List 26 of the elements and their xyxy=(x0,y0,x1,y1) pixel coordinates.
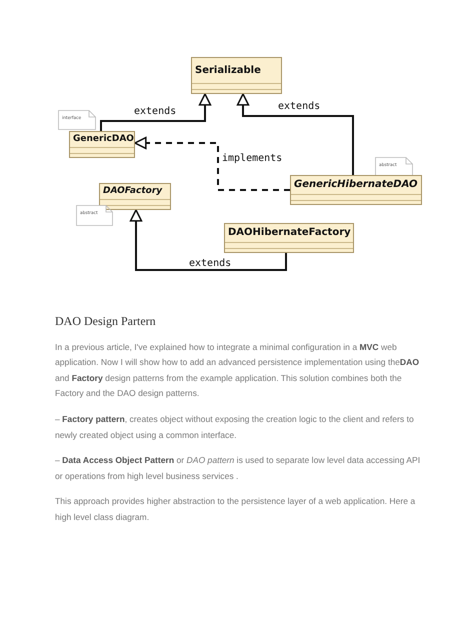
arrow xyxy=(130,209,287,271)
class-box xyxy=(224,223,354,253)
edge-label: extends xyxy=(277,101,322,112)
edge-label: extends xyxy=(133,106,178,117)
paragraph: In a previous article, I've explained how to integrate a minimal configuration in a MVC web application. Now I will show how to add an advanced persistence implementation using theDAO and Factory design patterns from the example application. This solution combines both the Factory and the DAO design patterns. xyxy=(55,340,420,400)
class-box xyxy=(69,131,135,158)
edge-label: implements xyxy=(221,153,284,164)
class-box xyxy=(99,183,171,210)
dashed-arrow xyxy=(134,136,290,191)
class-name: Serializable xyxy=(195,65,261,76)
class-name: DAOHibernateFactory xyxy=(228,227,351,238)
class-name: GenericHibernateDAO xyxy=(294,179,418,190)
class-name: DAOFactory xyxy=(103,186,162,196)
arrow xyxy=(236,93,354,175)
note-shape xyxy=(58,110,96,130)
class-box xyxy=(290,175,422,205)
note-shape xyxy=(76,205,113,226)
paragraph: – Data Access Object Pattern or DAO pattern is used to separate low level data accessing API or operations from high level business services . xyxy=(55,454,422,483)
heading: DAO Design Partern xyxy=(55,314,157,330)
paragraph: This approach provides higher abstraction to the persistence layer of a web application. Here a high level class diagram. xyxy=(55,495,416,524)
paragraph: – Factory pattern, creates object without exposing the creation logic to the client and refers to newly created object using a common interface. xyxy=(55,412,415,442)
class-name: GenericDAO xyxy=(73,134,134,144)
class-box xyxy=(191,57,282,94)
edge-label: extends xyxy=(188,258,232,269)
arrow xyxy=(100,93,212,131)
note-shape xyxy=(375,157,413,176)
